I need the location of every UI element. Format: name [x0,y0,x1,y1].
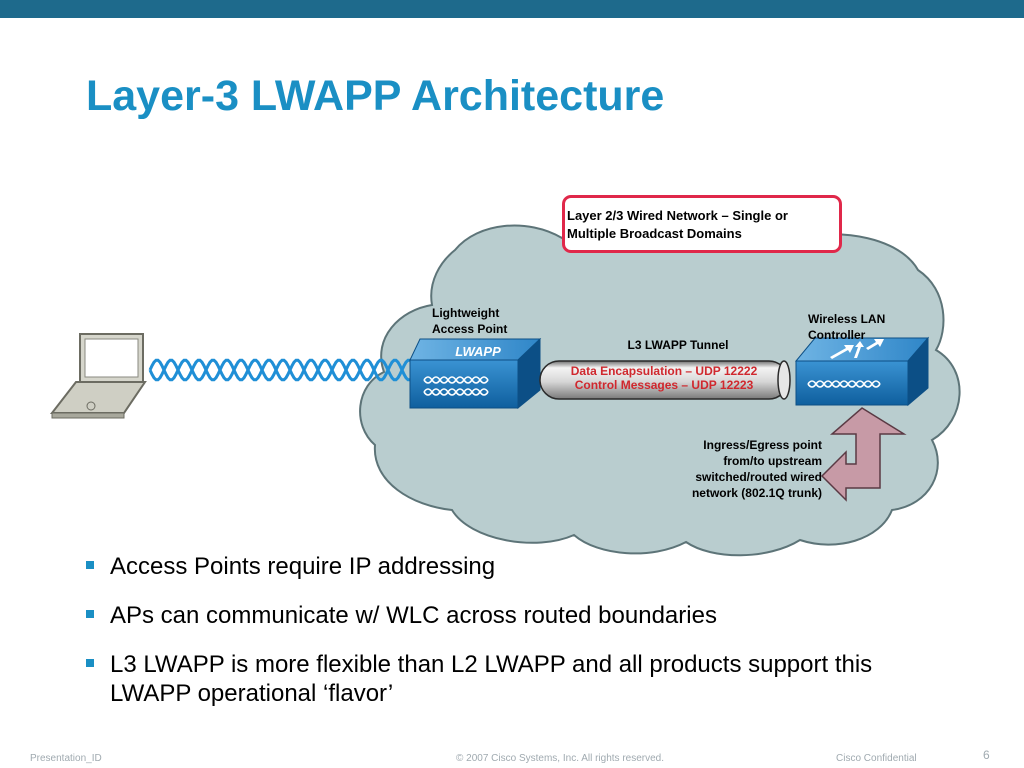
ingress-egress-arrow-icon [820,407,907,502]
radio-waves-icon [148,358,410,382]
lwapp-tunnel-pipe [539,360,791,400]
tunnel-ports-text: Data Encapsulation – UDP 12222 Control M… [545,364,783,392]
ingress-label-line: from/to upstream [723,454,822,468]
access-point-label: Lightweight Access Point [432,305,542,337]
bullet-square-icon [86,610,94,618]
wlc-label: Wireless LAN Controller [808,311,918,343]
laptop-icon [49,333,147,419]
bullet-item: L3 LWAPP is more flexible than L2 LWAPP … [86,650,946,708]
ingress-label-line: Ingress/Egress point [703,438,822,452]
footer-presentation-id: Presentation_ID [30,753,102,764]
bullet-square-icon [86,561,94,569]
bullet-item: APs can communicate w/ WLC across routed… [86,601,946,630]
footer-confidential: Cisco Confidential [836,753,917,764]
access-point-label-line: Lightweight [432,306,500,320]
wlc-label-line: Controller [808,328,866,342]
tunnel-data-port: Data Encapsulation – UDP 12222 [570,364,758,378]
lwapp-access-point-icon [409,337,542,410]
wired-network-callout: Layer 2/3 Wired Network – Single or Mult… [562,195,842,253]
wireless-lan-controller-icon [794,336,930,407]
callout-line: Layer 2/3 Wired Network – Single or [567,208,788,223]
header-bar [0,0,1024,18]
bullet-square-icon [86,659,94,667]
ingress-label-line: network (802.1Q trunk) [691,486,822,500]
ingress-egress-label: Ingress/Egress point from/to upstream sw… [640,437,822,501]
bullet-text: APs can communicate w/ WLC across routed… [110,602,717,629]
ap-box-text: LWAPP [455,344,501,359]
bullet-text: L3 LWAPP is more flexible than L2 LWAPP … [110,651,873,707]
slide-title: Layer-3 LWAPP Architecture [86,72,665,120]
callout-line: Multiple Broadcast Domains [567,226,742,241]
bullet-list: Access Points require IP addressing APs … [86,552,946,728]
wlc-label-line: Wireless LAN [808,312,886,326]
page-number: 6 [983,748,990,762]
tunnel-control-port: Control Messages – UDP 12223 [574,378,754,392]
tunnel-label: L3 LWAPP Tunnel [627,338,729,352]
bullet-item: Access Points require IP addressing [86,552,946,581]
footer-copyright: © 2007 Cisco Systems, Inc. All rights re… [456,753,665,764]
bullet-text: Access Points require IP addressing [110,553,496,580]
access-point-label-line: Access Point [432,322,508,336]
ingress-label-line: switched/routed wired [695,470,822,484]
